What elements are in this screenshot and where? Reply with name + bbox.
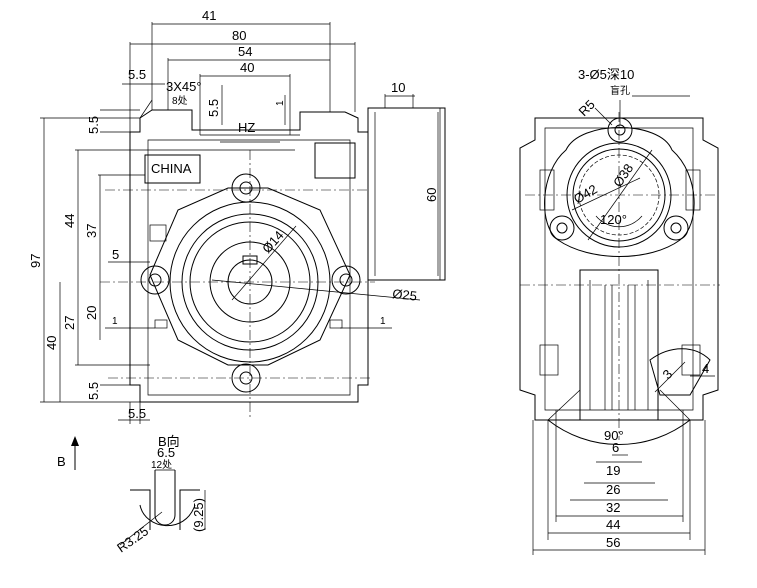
dim-9-25: (9.25)	[191, 498, 206, 532]
dim-97: 97	[28, 254, 43, 268]
right-top-block	[314, 142, 356, 179]
dim-80: 80	[232, 28, 246, 43]
dim-r5: R5	[576, 97, 598, 119]
view-arrow	[71, 436, 79, 446]
detail-title: B向	[158, 434, 180, 449]
dim-10: 10	[391, 80, 405, 95]
dim-5-5-left-lower: 5.5	[86, 382, 101, 400]
dim-56: 56	[606, 535, 620, 550]
front-view: CHINA	[100, 107, 446, 420]
dim-44: 44	[62, 214, 77, 228]
dim-5-5-left-upper: 5.5	[86, 116, 101, 134]
china-label-box	[144, 154, 201, 184]
china-label: CHINA	[151, 161, 192, 176]
dim-19: 19	[606, 463, 620, 478]
dim-r3-25: R3.25	[114, 523, 151, 555]
dim-26: 26	[606, 482, 620, 497]
right-ear	[331, 265, 361, 295]
dim-6-5: 6.5	[157, 445, 175, 460]
dim-5-5-bottom: 5.5	[128, 406, 146, 421]
front-view-dimensions: 41 80 54 40 5.5 3X45° 8处 5.5 1 HZ 5.5	[28, 8, 441, 424]
dim-angle90: 90°	[604, 428, 624, 443]
dim-1-short: 1	[275, 100, 286, 106]
dim-angle120: 120°	[600, 212, 627, 227]
dim-27: 27	[62, 316, 77, 330]
detail-b: B B向 6.5 12处 (9.25) R3.25	[57, 434, 206, 555]
side-view	[519, 112, 720, 446]
dim-5-5-top: 5.5	[128, 67, 146, 82]
dim-dia38: Ø38	[610, 161, 636, 190]
view-label-b: B	[57, 454, 66, 469]
dim-20: 20	[84, 306, 99, 320]
dim-54: 54	[238, 44, 252, 59]
detail-count: 12处	[151, 459, 172, 471]
chamfer-note: 3X45°	[166, 79, 202, 94]
dim-5: 5	[112, 247, 119, 262]
dim-1-left: 1	[112, 316, 118, 327]
side-view-dimensions: 3-Ø5深10 盲孔 R5 Ø38 Ø42 120° 3 4 90° 6 19 …	[532, 67, 715, 555]
dim-5-5-inner: 5.5	[206, 99, 221, 117]
hz-label: HZ	[238, 120, 255, 135]
side-flange	[544, 127, 695, 257]
side-flange	[367, 107, 446, 281]
note-blind-hole: 盲孔	[610, 84, 630, 97]
dim-dia25: Ø25	[392, 286, 418, 303]
dim-32: 32	[606, 500, 620, 515]
dim-37: 37	[84, 224, 99, 238]
dim-1-right: 1	[380, 316, 386, 327]
dim-40-top: 40	[240, 60, 254, 75]
side-housing	[519, 117, 719, 421]
dim-6: 6	[612, 440, 619, 455]
dim-60: 60	[424, 188, 439, 202]
dim-44-side: 44	[606, 517, 620, 532]
left-ear	[140, 265, 170, 295]
chamfer-count: 8处	[172, 95, 188, 107]
note-3-holes: 3-Ø5深10	[578, 67, 634, 82]
dim-dia42: Ø42	[571, 181, 600, 206]
housing-outline	[129, 109, 369, 403]
dim-41: 41	[202, 8, 216, 23]
slot-outline	[154, 470, 176, 526]
dim-4: 4	[702, 361, 709, 376]
dim-40-left: 40	[44, 336, 59, 350]
